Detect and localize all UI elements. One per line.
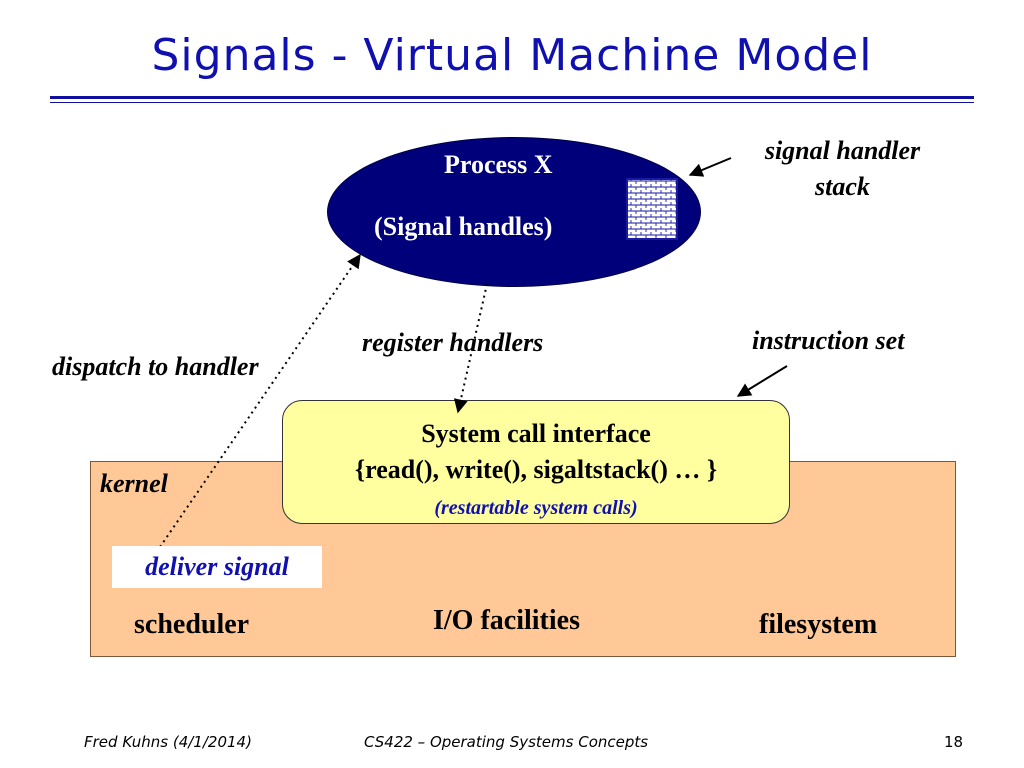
process-subtitle: (Signal handles) — [374, 212, 553, 241]
syscall-list: {read(), write(), sigaltstack() … } — [354, 455, 718, 484]
label-instruction-set: instruction set — [752, 326, 905, 355]
label-signal-handler-stack: signal handler stack — [764, 136, 921, 201]
footer-page-number: 18 — [944, 733, 964, 751]
process-title: Process X — [444, 150, 553, 179]
label-dispatch-to-handler: dispatch to handler — [52, 352, 259, 381]
footer-author: Fred Kuhns (4/1/2014) — [84, 733, 252, 751]
arrow-to-syscall — [736, 365, 788, 397]
label-kernel: kernel — [100, 469, 168, 498]
syscall-interface-box: System call interface {read(), write(), … — [282, 400, 790, 524]
signal-stack-icon — [626, 178, 678, 240]
slide-title: Signals - Virtual Machine Model — [151, 30, 873, 81]
title-rule-thick — [50, 96, 974, 99]
arrow-register-handlers — [453, 283, 488, 414]
arrow-dispatch-to-handler — [159, 253, 361, 548]
component-filesystem: filesystem — [759, 609, 878, 640]
component-io-facilities: I/O facilities — [433, 605, 580, 636]
component-scheduler: scheduler — [134, 609, 250, 640]
deliver-signal-box: deliver signal — [112, 546, 322, 588]
syscall-note: (restartable system calls) — [434, 497, 638, 519]
title-rule-thin — [50, 102, 974, 103]
arrow-to-stack — [688, 157, 732, 177]
syscall-title: System call interface — [421, 419, 651, 448]
label-register-handlers: register handlers — [362, 328, 544, 357]
footer-course: CS422 – Operating Systems Concepts — [364, 733, 649, 751]
